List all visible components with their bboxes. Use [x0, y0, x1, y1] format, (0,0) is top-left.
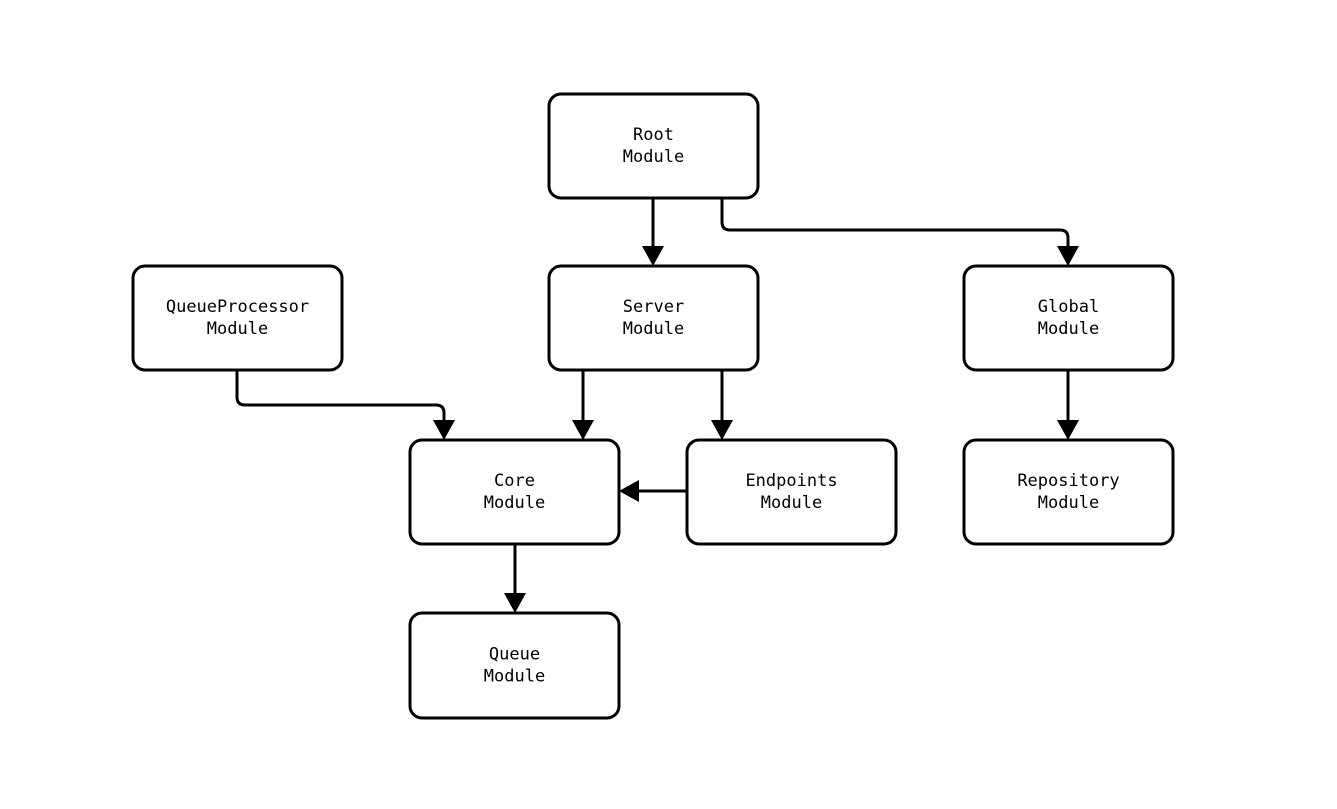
node-label-line1: Core	[494, 471, 535, 491]
node-box[interactable]	[685, 438, 898, 546]
edge-global-to-repository	[1057, 370, 1079, 440]
edge-server-to-core	[572, 370, 594, 440]
node-box[interactable]	[547, 92, 760, 200]
node-box[interactable]	[408, 611, 621, 720]
edge-core-to-queue	[504, 544, 526, 613]
node-box[interactable]	[408, 438, 621, 546]
node-label-line2: Module	[1038, 319, 1099, 339]
arrowhead-icon	[1057, 246, 1079, 266]
node-label-line1: Server	[623, 297, 684, 317]
arrowhead-icon	[504, 593, 526, 613]
edge-line	[235, 370, 446, 426]
node-label-line2: Module	[484, 667, 545, 687]
node-label-line1: Root	[633, 125, 674, 145]
edges-layer	[235, 198, 1079, 613]
node-label-line2: Module	[623, 147, 684, 167]
arrowhead-icon	[642, 246, 664, 266]
node-label-line2: Module	[761, 493, 822, 513]
node-label-line2: Module	[207, 319, 268, 339]
nodes-layer: RootModuleQueueProcessorModuleServerModu…	[131, 92, 1175, 720]
node-box[interactable]	[962, 438, 1175, 546]
edge-root-to-global	[720, 198, 1079, 266]
arrowhead-icon	[1057, 420, 1079, 440]
node-box[interactable]	[962, 264, 1175, 372]
node-label-line1: QueueProcessor	[166, 297, 309, 317]
node-label-line2: Module	[1038, 493, 1099, 513]
arrowhead-icon	[433, 420, 455, 440]
arrowhead-icon	[711, 420, 733, 440]
node-label-line2: Module	[484, 493, 545, 513]
node-box[interactable]	[547, 264, 760, 372]
arrowhead-icon	[572, 420, 594, 440]
node-label-line1: Global	[1038, 297, 1099, 317]
edge-server-to-endpoints	[711, 370, 733, 440]
edge-line	[720, 198, 1070, 252]
edge-root-to-server	[642, 198, 664, 266]
node-label-line2: Module	[623, 319, 684, 339]
node-box[interactable]	[131, 264, 344, 372]
arrowhead-icon	[619, 480, 639, 502]
node-label-line1: Queue	[489, 645, 540, 665]
node-label-line1: Repository	[1017, 471, 1119, 491]
edge-endpoints-to-core	[619, 480, 687, 502]
edge-queueprocessor-to-core	[235, 370, 455, 440]
node-label-line1: Endpoints	[745, 471, 837, 491]
